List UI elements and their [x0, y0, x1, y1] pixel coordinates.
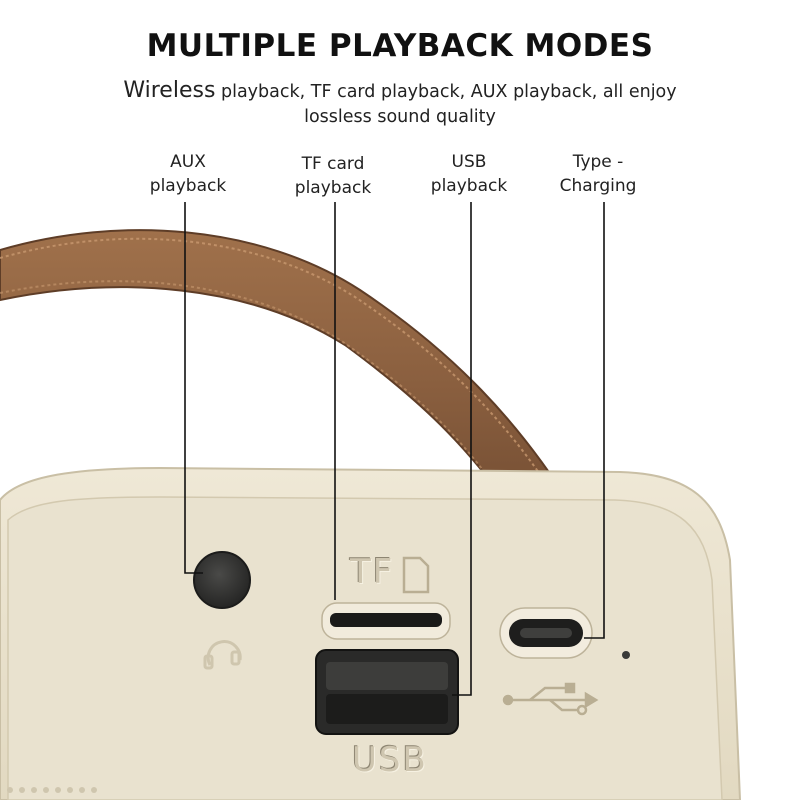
page-title: MULTIPLE PLAYBACK MODES — [146, 28, 654, 64]
tf-embossed-label: TF — [350, 552, 395, 592]
callout-line-aux — [184, 202, 203, 574]
callout-line-usb — [452, 202, 472, 696]
callout-tf-label: TF card playback — [294, 154, 372, 198]
subtitle: Wireless playback, TF card playback, AUX… — [100, 78, 700, 130]
callout-lines — [184, 202, 605, 696]
subtitle-line2: lossless sound quality — [304, 107, 496, 127]
callout-typec-label: Type - Charging — [559, 152, 637, 196]
usb-embossed-label: USB — [352, 740, 428, 780]
aux-port — [193, 551, 251, 609]
usb-port — [315, 649, 459, 735]
sd-card-icon — [402, 556, 430, 594]
callout-aux-label: AUX playback — [149, 152, 227, 196]
subtitle-line1: playback, TF card playback, AUX playback… — [215, 82, 677, 102]
callout-usb-label: USB playback — [430, 152, 508, 196]
indicator-led — [622, 651, 630, 659]
type-c-port — [499, 607, 593, 659]
tf-card-slot — [321, 602, 451, 640]
usb-symbol-icon — [502, 682, 599, 716]
subtitle-lead-word: Wireless — [123, 78, 216, 103]
callout-line-typec — [584, 202, 605, 639]
headphone-icon — [203, 640, 242, 670]
